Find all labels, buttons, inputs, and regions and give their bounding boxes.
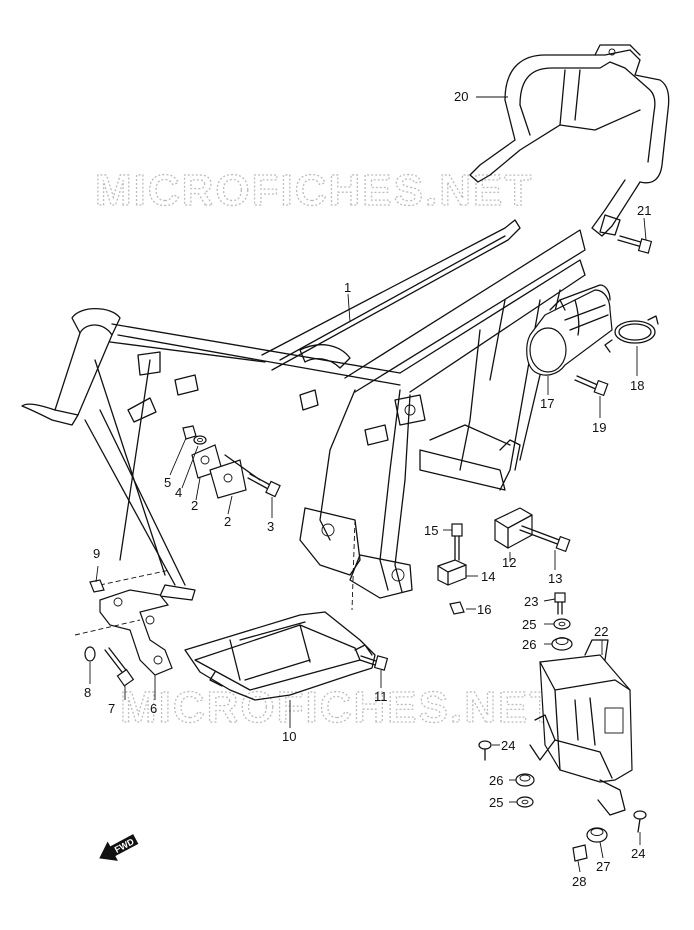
- guide-line-frame-skid: [351, 519, 356, 611]
- leader-lines: [89, 96, 647, 873]
- bolt-7: [104, 647, 135, 687]
- callout-15: 15: [424, 523, 438, 538]
- battery-case-22: [529, 639, 633, 816]
- clamp-18: [604, 315, 659, 353]
- cushion-14: [437, 559, 467, 586]
- callout-24-right: 24: [631, 846, 645, 861]
- callout-20: 20: [454, 89, 468, 104]
- callout-13: 13: [548, 571, 562, 586]
- callout-21: 21: [637, 203, 651, 218]
- callout-12: 12: [502, 555, 516, 570]
- callout-9: 9: [93, 546, 100, 561]
- callout-26-lower: 26: [489, 773, 503, 788]
- air-cleaner-box: [526, 284, 613, 376]
- callout-14: 14: [481, 569, 495, 584]
- callout-3: 3: [267, 519, 274, 534]
- callout-2-upper: 2: [191, 498, 198, 513]
- bolt-3: [247, 473, 281, 498]
- washer-4: [193, 435, 207, 445]
- collar-25-top: [553, 618, 571, 630]
- collar-26-bottom: [515, 773, 535, 787]
- callout-7: 7: [108, 701, 115, 716]
- callout-numbers: 20 21 1 17 18 19 5 4 2 2 3 15 12 13 14 1…: [84, 89, 651, 889]
- callout-11: 11: [374, 689, 388, 704]
- callout-18: 18: [630, 378, 644, 393]
- grommet-27: [586, 827, 608, 843]
- screw-24-right: [633, 810, 647, 833]
- pin-15: [451, 523, 463, 561]
- callout-6: 6: [150, 701, 157, 716]
- collar-28: [572, 844, 588, 862]
- callout-17: 17: [540, 396, 554, 411]
- bolt-11: [359, 655, 389, 671]
- washer-8: [84, 646, 96, 662]
- forward-direction-arrow: FWD: [99, 834, 139, 861]
- nut-5: [182, 425, 197, 440]
- callout-10: 10: [282, 729, 296, 744]
- callout-2-lower: 2: [224, 514, 231, 529]
- callout-24-left: 24: [501, 738, 515, 753]
- grommet-26-top: [551, 637, 573, 651]
- nut-9: [89, 579, 105, 593]
- callout-16: 16: [477, 602, 491, 617]
- callout-25-upper: 25: [522, 617, 536, 632]
- collar-25-bottom: [516, 796, 534, 808]
- callout-23: 23: [524, 594, 538, 609]
- callout-27: 27: [596, 859, 610, 874]
- bolt-19: [574, 375, 609, 397]
- bolt-23: [554, 592, 566, 615]
- main-frame: [21, 219, 586, 601]
- callout-19: 19: [592, 420, 606, 435]
- callout-1: 1: [344, 280, 351, 295]
- callout-26-upper: 26: [522, 637, 536, 652]
- screw-24-left: [478, 740, 492, 761]
- watermark-bottom: MICROFICHES.NET: [120, 683, 558, 732]
- bolt-21: [617, 235, 653, 254]
- bolt-13: [519, 525, 571, 553]
- front-bracket-6: [74, 569, 173, 676]
- callout-22: 22: [594, 624, 608, 639]
- callout-8: 8: [84, 685, 91, 700]
- callout-4: 4: [175, 485, 182, 500]
- callout-28: 28: [572, 874, 586, 889]
- nut-16: [449, 601, 465, 615]
- engine-bracket-2: [191, 444, 261, 499]
- callout-25-lower: 25: [489, 795, 503, 810]
- rear-grab-rail: [469, 44, 670, 237]
- callout-5: 5: [164, 475, 171, 490]
- skid-plate-10: [184, 611, 376, 701]
- watermark-top: MICROFICHES.NET: [95, 166, 533, 215]
